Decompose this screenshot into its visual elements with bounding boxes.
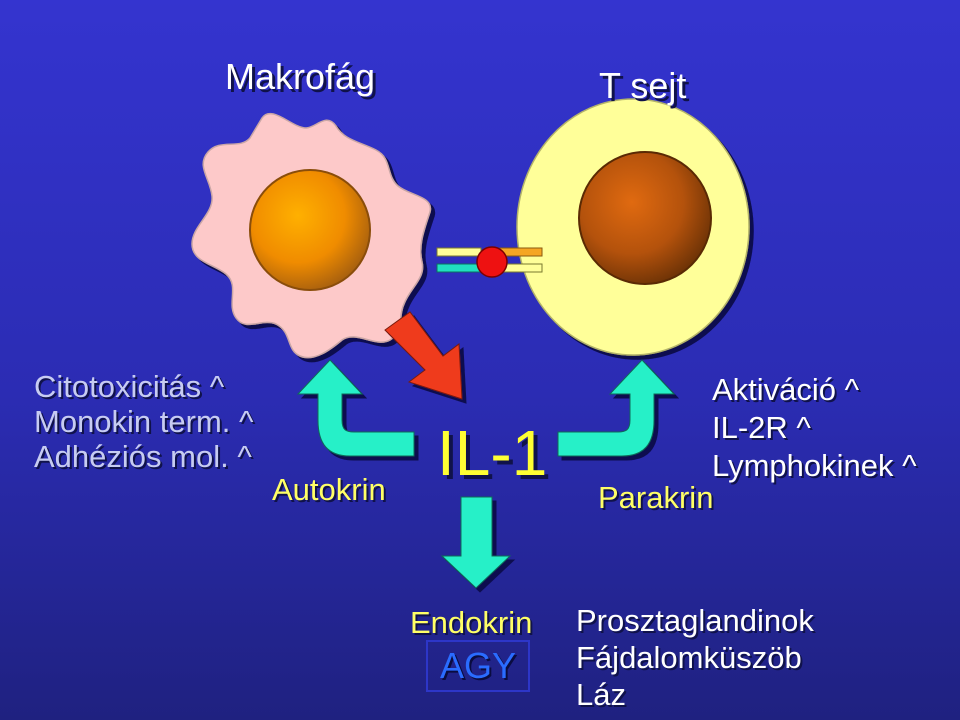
- macrophage-label: Makrofág: [225, 56, 376, 97]
- paracrine-label: Parakrin: [598, 480, 714, 515]
- tcell-label: T sejt: [599, 65, 687, 106]
- macrophage-nucleus: [249, 169, 371, 291]
- autocrine-effect-item: Adhéziós mol. ^: [34, 439, 252, 474]
- brain-box: AGY: [426, 640, 530, 692]
- secretion-arrow: [384, 311, 463, 400]
- endocrine-label: Endokrin: [410, 605, 533, 640]
- autocrine-effects-list: Citotoxicitás ^ Monokin term. ^ Adhéziós…: [34, 369, 254, 474]
- paracrine-effects-list: Aktiváció ^ IL-2R ^ Lymphokinek ^: [712, 371, 917, 485]
- paracrine-effect-item: Aktiváció ^: [712, 372, 860, 407]
- autocrine-effect-item: Monokin term. ^: [34, 404, 254, 439]
- paracrine-effect-item: IL-2R ^: [712, 410, 811, 445]
- paracrine-arrow: [557, 359, 676, 457]
- endocrine-effect-item: Láz: [576, 677, 626, 712]
- autocrine-effect-item: Citotoxicitás ^: [34, 369, 225, 404]
- endocrine-arrow: [440, 496, 512, 589]
- endocrine-effect-item: Fájdalomküszöb: [576, 640, 802, 675]
- paracrine-effect-item: Lymphokinek ^: [712, 448, 917, 483]
- endocrine-effect-item: Prosztaglandinok: [576, 603, 814, 638]
- brain-label: AGY: [439, 645, 517, 686]
- receptor-complex: [436, 246, 543, 278]
- tcell-nucleus: [578, 151, 712, 285]
- autocrine-arrow: [296, 359, 415, 457]
- autocrine-label: Autokrin: [272, 472, 386, 507]
- il1-label: IL-1: [437, 417, 548, 489]
- endocrine-effects-list: Prosztaglandinok Fájdalomküszöb Láz: [576, 602, 814, 713]
